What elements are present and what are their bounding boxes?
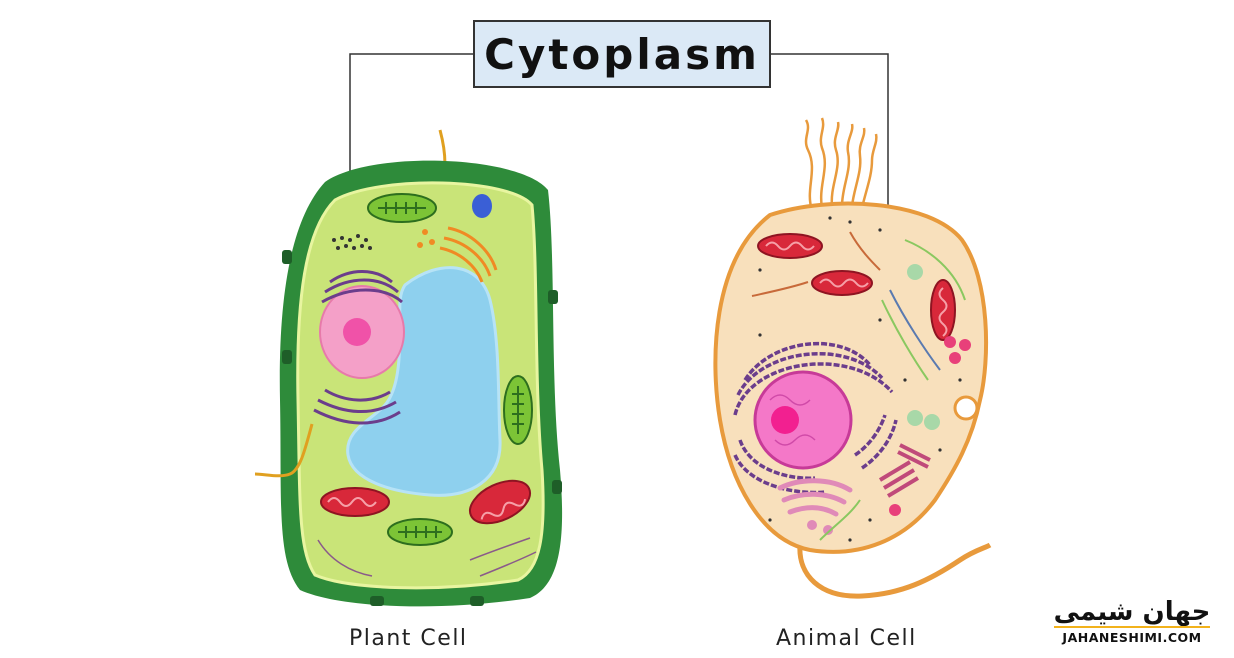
animal-nucleus	[753, 370, 853, 470]
watermark-latin: JAHANESHIMI.COM	[1061, 630, 1201, 645]
plasmodesmata	[282, 250, 562, 606]
animal-ribosomes	[758, 216, 962, 542]
plant-er	[313, 270, 403, 425]
watermark-arabic: جهان شیمی	[1054, 597, 1211, 627]
animal-cytoskeleton	[751, 231, 966, 541]
animal-cell-label: Animal Cell	[776, 626, 917, 651]
plant-ribosomes	[332, 234, 372, 250]
plant-cytoskeleton	[317, 537, 537, 577]
animal-vesicles	[889, 264, 971, 516]
plant-peroxisome	[472, 194, 492, 218]
animal-vesicle-notch	[953, 395, 979, 421]
diagram-title: Cytoplasm	[484, 29, 760, 79]
plant-vacuole	[346, 266, 502, 497]
animal-flagellum	[797, 542, 992, 599]
animal-cytoplasm	[713, 201, 989, 554]
title-box: Cytoplasm	[473, 20, 771, 88]
plant-mitochondria	[320, 479, 531, 525]
title-connectors	[349, 53, 889, 218]
watermark-logo: جهان شیمی JAHANESHIMI.COM	[1054, 597, 1211, 645]
plant-golgi	[417, 226, 498, 283]
animal-mitochondria	[757, 233, 956, 341]
animal-cell	[713, 117, 992, 599]
plant-cell-label: Plant Cell	[349, 626, 468, 651]
animal-er	[733, 341, 898, 495]
animal-golgi	[777, 478, 853, 535]
plant-nucleus	[319, 285, 405, 379]
plant-strand-left	[254, 423, 314, 478]
animal-centrioles	[878, 443, 931, 498]
plant-chloroplast	[367, 193, 533, 546]
animal-cilia	[804, 117, 878, 211]
plant-cell	[254, 129, 563, 607]
